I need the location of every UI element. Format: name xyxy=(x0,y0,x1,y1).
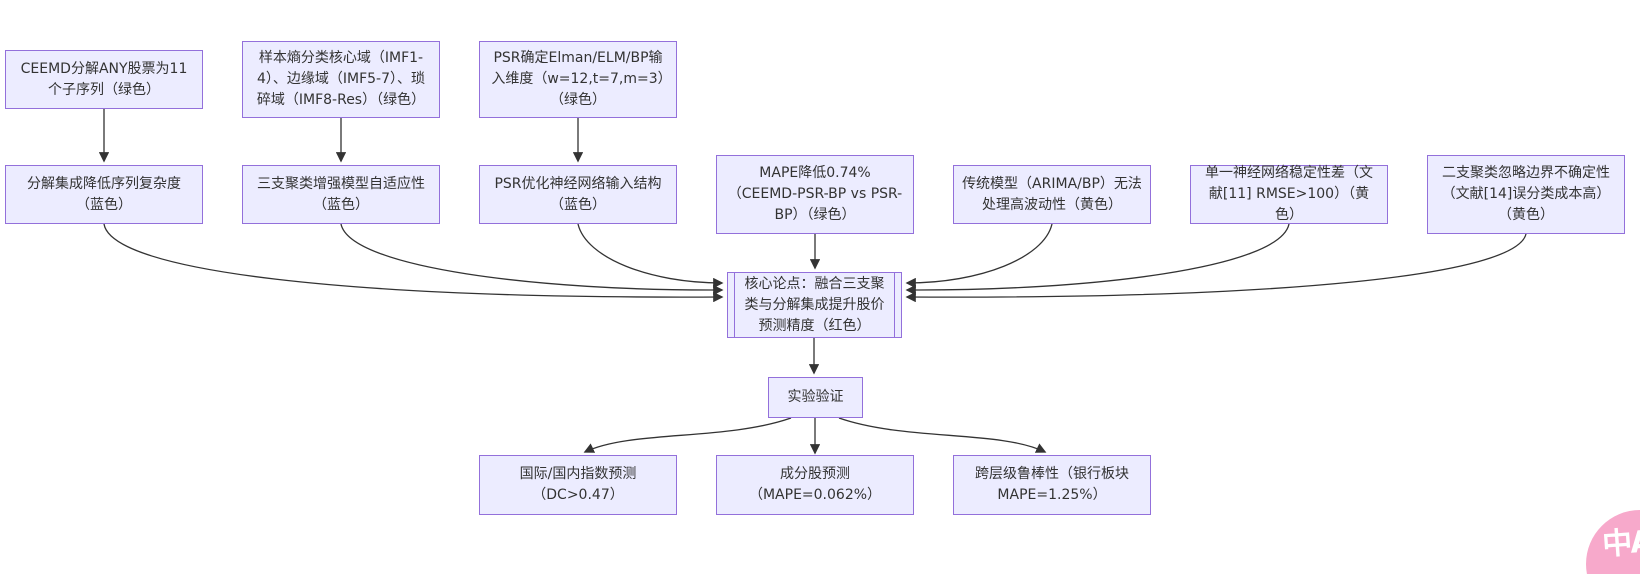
node-sample-entropy: 样本熵分类核心域（IMF1-4）、边缘域（IMF5-7）、琐碎域（IMF8-Re… xyxy=(242,41,440,118)
node-stock-prediction: 成分股预测（MAPE=0.062%） xyxy=(716,455,914,515)
node-ceemd-decompose: CEEMD分解ANY股票为11个子序列（绿色） xyxy=(5,50,203,109)
node-single-nn: 单一神经网络稳定性差（文献[11] RMSE>100）（黄色） xyxy=(1190,165,1388,224)
edge-singlenn-core xyxy=(905,223,1290,296)
node-experiment-verify: 实验验证 xyxy=(768,377,863,418)
badge-label: 中A xyxy=(1601,524,1640,563)
edge-twoway-core xyxy=(905,233,1527,303)
edge-verify-robust xyxy=(838,417,1047,453)
edge-arima-core xyxy=(905,223,1053,289)
node-index-prediction: 国际/国内指数预测（DC>0.47） xyxy=(479,455,677,515)
edge-verify-index xyxy=(583,417,792,453)
node-mape-improvement: MAPE降低0.74%（CEEMD-PSR-BP vs PSR-BP）（绿色） xyxy=(716,155,914,234)
node-three-way-cluster: 三支聚类增强模型自适应性（蓝色） xyxy=(242,165,440,224)
node-psr-dimension: PSR确定Elman/ELM/BP输入维度（w=12,t=7,m=3）（绿色） xyxy=(479,41,677,118)
assistant-logo-badge[interactable]: 中A xyxy=(1586,510,1640,574)
node-two-way-cluster: 二支聚类忽略边界不确定性（文献[14]误分类成本高）（黄色） xyxy=(1427,155,1625,234)
edge-decomp-core xyxy=(103,223,724,303)
node-decomp-ensemble: 分解集成降低序列复杂度（蓝色） xyxy=(5,165,203,224)
node-psr-optimize: PSR优化神经网络输入结构（蓝色） xyxy=(479,165,677,224)
edge-threeway-core xyxy=(340,223,724,296)
node-core-thesis: 核心论点：融合三支聚类与分解集成提升股价预测精度（红色） xyxy=(727,272,902,338)
node-traditional-model: 传统模型（ARIMA/BP）无法处理高波动性（黄色） xyxy=(953,165,1151,224)
node-cross-robustness: 跨层级鲁棒性（银行板块 MAPE=1.25%） xyxy=(953,455,1151,515)
edge-psropt-core xyxy=(577,223,724,289)
